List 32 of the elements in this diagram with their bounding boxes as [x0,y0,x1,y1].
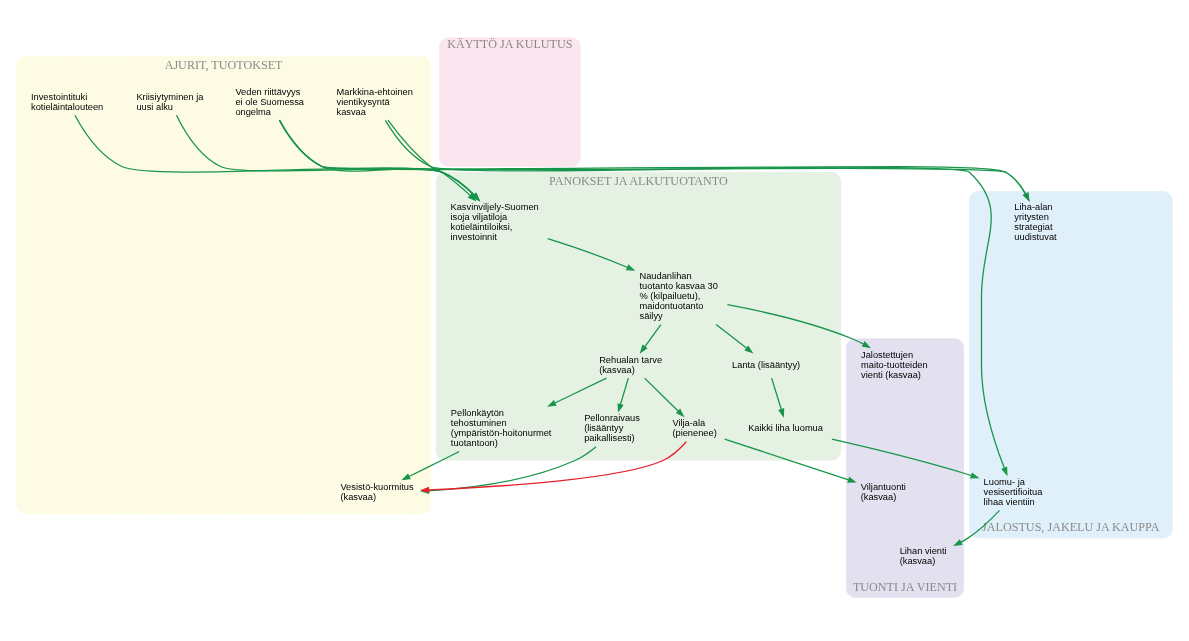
node-text: Vesistö-kuormitus (kasvaa) [340,481,414,502]
arrow [831,438,980,479]
node-text: Rehualan tarve (kasvaa) [599,354,663,375]
node-text: Vilja-ala (pienenee) [672,418,717,439]
node-text: Kaikki liha luomua [748,423,823,434]
arrow [953,509,1001,547]
node-text: Lanta (lisääntyy) [732,359,801,370]
node-text: Investointituki kotieläintalouteen [31,91,104,112]
node-text: Kasvinviljely-Suomen isoja viljatiloja kotieläintiloiksi, investoinnit [450,202,539,243]
arrow [617,377,629,413]
node-text: Lihan vienti (kasvaa) [899,546,947,567]
node-box: KÄYTTÖ JA KULUTUS [439,37,581,167]
node-text: Pellonkäytön tehostuminen (ympäristön-hoitonurmet tuotantoon) [450,408,552,449]
arrow [547,237,636,271]
node-text: Viljantuonti (kasvaa) [860,481,906,502]
node-text: Pellonraivaus (lisääntyy paikallisesti) [584,413,640,444]
arrow [278,119,1008,477]
node-text: Markkina-ehtoinen vientikysyntä kasvaa [336,86,413,117]
arrow [726,304,872,349]
node-text: Veden riittävyys ei ole Suomessa ongelma [235,86,305,117]
node-text: Luomu- ja vesisertifioitua lihaa vientiin [983,476,1043,507]
arrow [770,377,785,418]
arrow [401,451,460,481]
arrow [724,438,857,483]
arrow [639,323,662,354]
arrow [547,377,608,407]
node-text: Jalostettujen maito-tuotteiden vienti (kasvaa) [861,349,928,380]
node-text: Naudanlihan tuotanto kasvaa 30 % (kilpailuetu), maidontuotanto säilyy [639,270,718,321]
node-text: Liha-alan yritysten strategiat uudistuvat [1014,202,1057,243]
arrow [643,377,685,418]
node-text: Kriisiytyminen ja uusi alku [136,91,204,112]
arrow [715,323,754,354]
